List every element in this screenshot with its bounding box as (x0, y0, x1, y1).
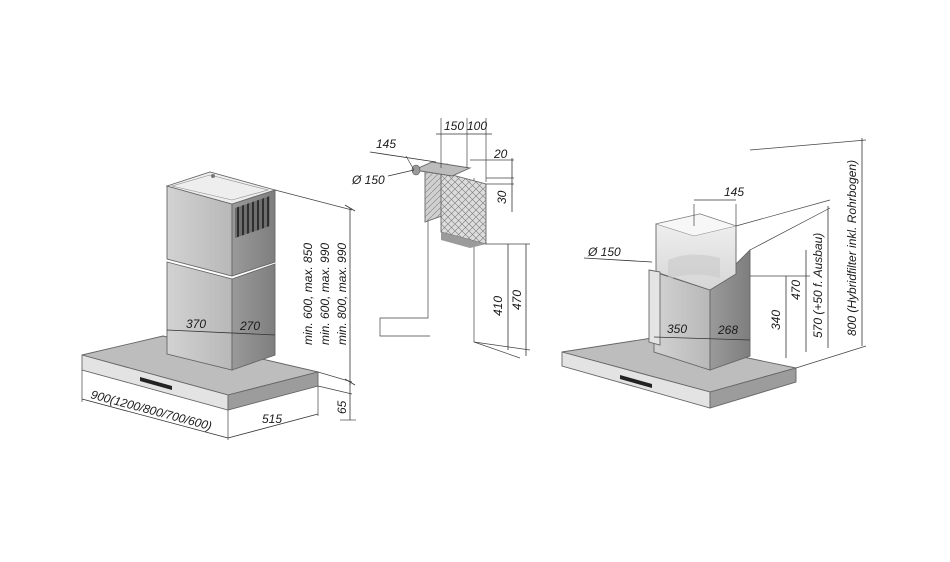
duct-outlet-icon (412, 161, 472, 177)
control-panel-icon (140, 377, 172, 390)
hood-depth-label: 515 (262, 412, 282, 426)
dim-150-label: 150 (444, 119, 464, 133)
chimney-width-label: 370 (186, 317, 206, 331)
filter-block (440, 171, 487, 245)
hood-side-panel-right (709, 367, 797, 409)
dim-470-label: 470 (510, 290, 524, 310)
dim-145-label: 145 (376, 137, 396, 151)
height-range-2: min. 600, max. 990 (318, 243, 332, 345)
glass-width-label: 145 (724, 185, 744, 199)
control-panel-icon-right (620, 375, 652, 388)
diameter-label: Ø 150 (351, 173, 385, 187)
left-hood-view: 370 270 min. 600, max. 850 min. 600, max… (81, 171, 356, 440)
dim-100-label: 100 (467, 119, 487, 133)
dim-800-label: 800 (Hybridfilter inkl. Rohrbogen) (845, 160, 859, 336)
dim-570-label: 570 (+50 f. Ausbau) (811, 233, 825, 338)
dim-20-label: 20 (493, 147, 508, 161)
diameter-label-right: Ø 150 (587, 245, 621, 259)
vent-grille-icon (235, 196, 270, 238)
dim-30-label: 30 (495, 190, 509, 204)
height-range-1: min. 600, max. 850 (301, 243, 315, 345)
chimney-lower-side (231, 263, 276, 371)
middle-mount-view: 150 100 145 Ø 150 20 30 410 470 (351, 118, 531, 359)
dim-410-label: 410 (491, 296, 505, 316)
right-hood-view: 145 Ø 150 350 268 340 470 570 (+50 f. Au… (561, 138, 867, 409)
height-range-3: min. 800, max. 990 (335, 243, 349, 345)
dim-470-label-right: 470 (789, 280, 803, 300)
chimney-depth-label: 270 (239, 319, 260, 333)
dim-340-label: 340 (769, 310, 783, 330)
hood-height-label: 65 (335, 400, 349, 414)
chimney-lower-front (166, 261, 233, 371)
handle-bar-icon (648, 269, 661, 346)
body-depth-label: 268 (717, 323, 738, 337)
body-width-label: 350 (667, 322, 687, 336)
